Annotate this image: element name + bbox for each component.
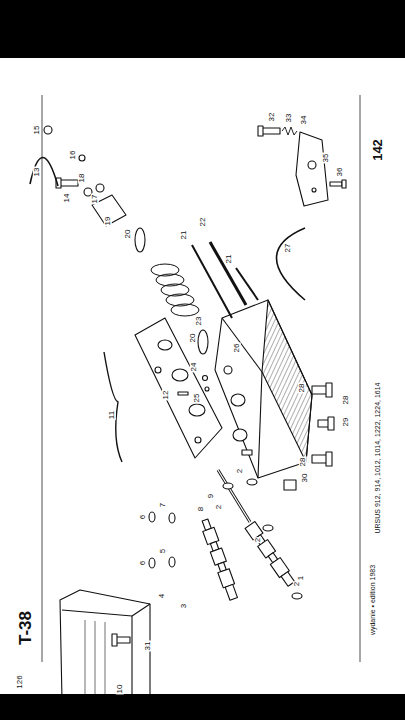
callout-number: 36 (336, 167, 344, 178)
callout-number: 20 (124, 229, 132, 240)
callout-number: 21 (225, 254, 233, 265)
callout-number: 29 (342, 417, 350, 428)
callout-number: 6 (139, 560, 147, 566)
callout-number: 14 (63, 193, 71, 204)
callout-number: 23 (195, 316, 203, 327)
callout-number: 11 (108, 410, 116, 420)
callout-number: 13 (33, 167, 41, 178)
page-number: 142 (371, 138, 385, 162)
callout-number: 6 (139, 514, 147, 520)
callout-number: 9 (207, 493, 215, 499)
screen-bar (0, 694, 405, 720)
callout-number: 2 (215, 504, 223, 510)
callout-number: 35 (322, 153, 330, 164)
screen-bar (0, 0, 405, 58)
callout-number: 4 (158, 593, 166, 599)
callout-number: 28 (299, 457, 307, 468)
callout-number: 2 (293, 581, 301, 587)
callout-number: 22 (199, 217, 207, 228)
plate-code: T-38 (17, 610, 35, 646)
frame-rule (42, 95, 43, 662)
callout-number: 33 (285, 113, 293, 124)
edition-note: wydanie • edition 1983 (369, 564, 376, 636)
callout-number: 15 (33, 125, 41, 136)
callout-number: 25 (193, 393, 201, 404)
callout-number: 5 (159, 548, 167, 554)
callout-number: 7 (159, 502, 167, 508)
callout-number: 34 (300, 115, 308, 126)
model-list: URSUS 912, 914, 1012, 1014, 1222, 1224, … (374, 381, 381, 534)
callout-number: 30 (301, 473, 309, 484)
callout-number: 31 (144, 641, 152, 652)
frame-rule (360, 95, 361, 662)
parts (30, 126, 346, 706)
callout-number: 26 (233, 343, 241, 354)
callout-number: 12 (162, 390, 170, 401)
callout-number: 28 (298, 383, 306, 394)
page-number: 126 (16, 674, 24, 689)
callout-number: 3 (180, 603, 188, 609)
callout-number: 32 (268, 112, 276, 123)
callout-number: 2 (254, 537, 262, 543)
callout-number: 21 (180, 230, 188, 241)
callout-number: 18 (78, 173, 86, 184)
callout-number: 16 (69, 150, 77, 161)
callout-number: 27 (284, 243, 292, 254)
callout-number: 28 (342, 395, 350, 406)
callout-number: 24 (190, 362, 198, 373)
callout-number: 19 (104, 216, 112, 227)
callout-number: 10 (116, 684, 124, 695)
callout-number: 2 (236, 468, 244, 474)
paper (0, 58, 405, 694)
callout-number: 20 (189, 333, 197, 344)
callout-number: 17 (91, 194, 99, 205)
callout-number: 8 (197, 506, 205, 512)
